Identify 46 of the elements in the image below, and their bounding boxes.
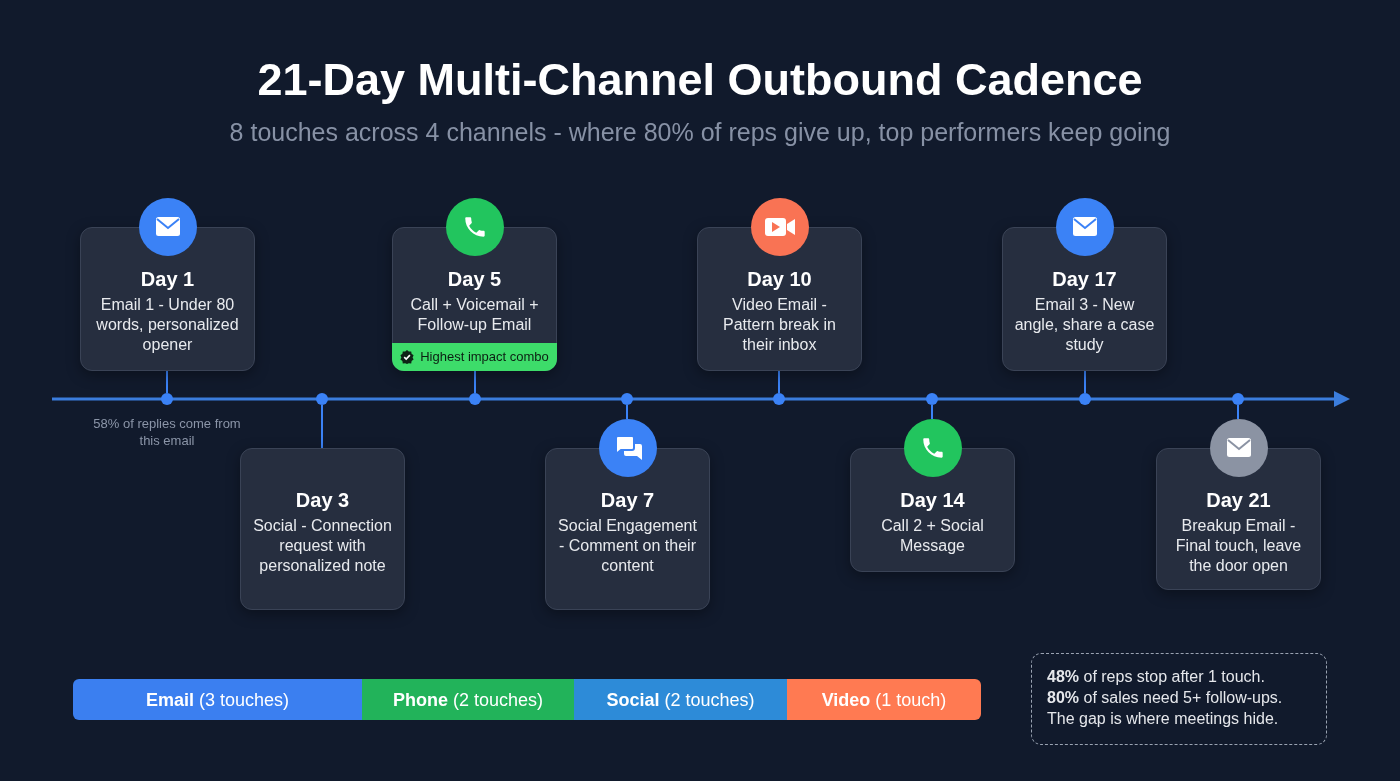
highlight-text: Highest impact combo (420, 349, 549, 365)
timeline-dot (621, 393, 633, 405)
note-text: 80% of sales need 5+ follow-ups. (1047, 688, 1283, 708)
leader-line (321, 404, 323, 449)
leader-line (931, 404, 933, 420)
legend-label: Phone (2 touches) (392, 688, 544, 711)
timeline-dot (926, 393, 938, 405)
timeline-dot (316, 393, 328, 405)
day-heading: Day 17 (1052, 267, 1117, 292)
day-heading: Day 1 (140, 267, 195, 292)
legend-label: Email (3 touches) (145, 688, 290, 711)
step-card (240, 448, 405, 610)
step-description: Breakup Email - Final touch, leave the door open (1174, 516, 1303, 576)
leader-line (778, 370, 780, 394)
legend-label: Video (1 touch) (821, 688, 947, 711)
subtitle: 8 touches across 4 channels - where 80% of reps give up, top performers keep going (229, 117, 1171, 148)
day-heading: Day 5 (447, 267, 502, 292)
day-heading: Day 10 (747, 267, 812, 292)
day-heading: Day 7 (600, 488, 655, 513)
highlight-badge (392, 343, 557, 371)
step-description: Call 2 + Social Message (880, 516, 985, 556)
leader-line (1237, 404, 1239, 420)
callout-panel (1031, 653, 1327, 745)
day-heading: Day 3 (295, 488, 350, 513)
timeline-dot (1079, 393, 1091, 405)
leader-line (474, 370, 476, 394)
timeline-dot (469, 393, 481, 405)
step-description: Call + Voicemail + Follow-up Email (409, 295, 540, 335)
timeline-dot (773, 393, 785, 405)
step-description: Social - Connection request with personalized note (252, 516, 393, 576)
step-description: Video Email - Pattern break in their inbox (722, 295, 837, 355)
leader-line (166, 370, 168, 394)
legend-label: Social (2 touches) (606, 688, 755, 711)
day-heading: Day 14 (900, 488, 965, 513)
step-description: Email 1 - Under 80 words, personalized opener (95, 295, 240, 355)
step-description: Email 3 - New angle, share a case study (1013, 295, 1156, 355)
note-text: The gap is where meetings hide. (1047, 709, 1279, 729)
annotation-text: 58% of replies come from this email (92, 415, 242, 449)
timeline-dot (1232, 393, 1244, 405)
step-description: Social Engagement - Comment on their content (557, 516, 698, 576)
note-text: 48% of reps stop after 1 touch. (1047, 667, 1265, 687)
day-heading: Day 21 (1206, 488, 1271, 513)
timeline-dot (161, 393, 173, 405)
title: 21-Day Multi-Channel Outbound Cadence (257, 53, 1143, 107)
leader-line (626, 404, 628, 420)
leader-line (1084, 370, 1086, 394)
